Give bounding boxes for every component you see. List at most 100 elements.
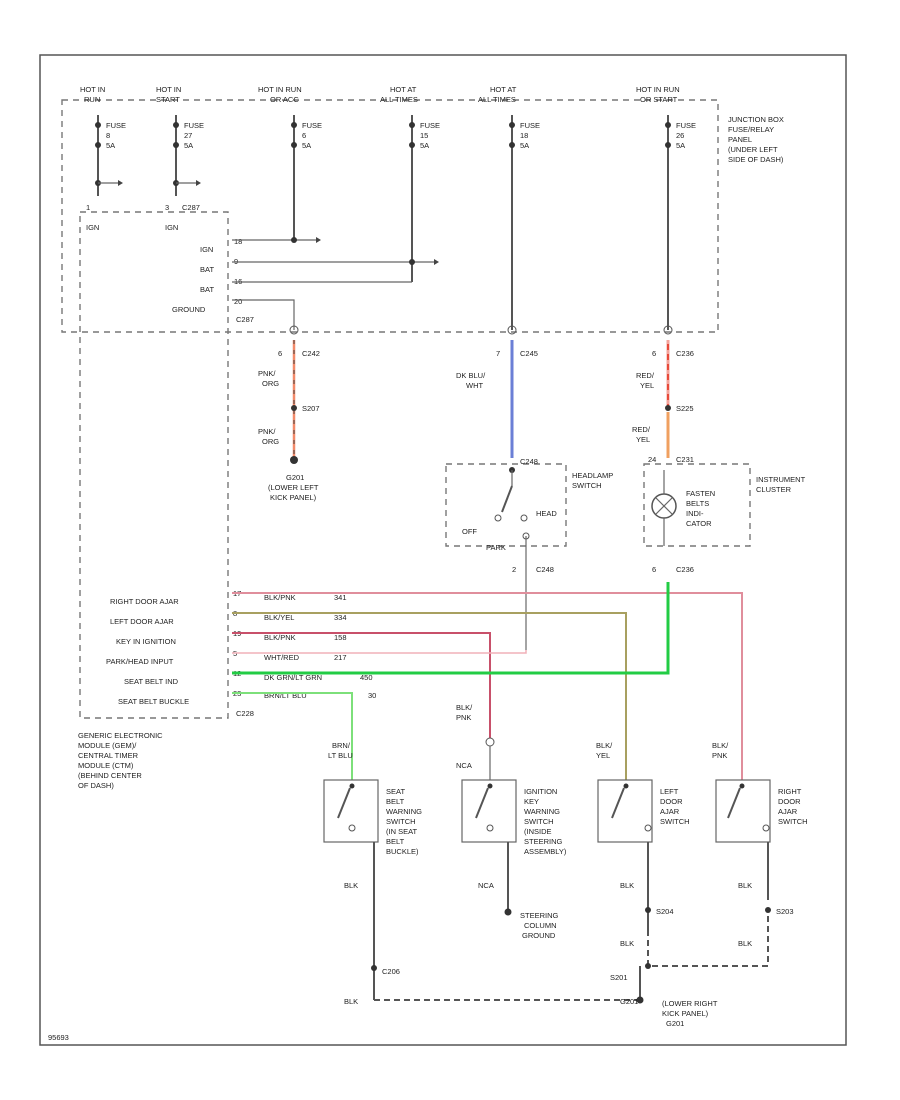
junction-box-outline bbox=[61, 99, 719, 333]
svg-text:BUCKLE): BUCKLE) bbox=[386, 847, 419, 856]
svg-text:SWITCH: SWITCH bbox=[572, 481, 602, 490]
svg-text:WARNING: WARNING bbox=[524, 807, 560, 816]
svg-text:CENTRAL TIMER: CENTRAL TIMER bbox=[78, 751, 139, 760]
svg-text:AJAR: AJAR bbox=[778, 807, 798, 816]
svg-text:SEAT: SEAT bbox=[386, 787, 405, 796]
s204-label: S204 bbox=[656, 907, 674, 916]
svg-text:WHT/RED: WHT/RED bbox=[264, 653, 300, 662]
svg-text:SWITCH: SWITCH bbox=[778, 817, 808, 826]
s207-label: S207 bbox=[302, 404, 320, 413]
svg-text:AJAR: AJAR bbox=[660, 807, 680, 816]
ground-branch: 6 C242 PNK/ ORG S207 PNK/ ORG G201 (LOWE… bbox=[258, 325, 320, 502]
svg-text:30: 30 bbox=[368, 691, 376, 700]
hot-label-5b: ALL TIMES bbox=[478, 95, 516, 104]
s203-label: S203 bbox=[776, 907, 794, 916]
fuse-3-amp: 5A bbox=[302, 141, 311, 150]
ign-label-1: IGN bbox=[86, 223, 99, 232]
s201-label: S201 bbox=[610, 973, 628, 982]
hot-label-6b: OR START bbox=[640, 95, 678, 104]
headlamp-switch-box bbox=[445, 463, 567, 547]
fuse-5-name: FUSE bbox=[520, 121, 540, 130]
hot-label-4b: ALL TIMES bbox=[380, 95, 418, 104]
hot-label-4: HOT AT bbox=[390, 85, 417, 94]
svg-text:DK BLU/: DK BLU/ bbox=[456, 371, 486, 380]
hot-label-1: HOT IN bbox=[80, 85, 105, 94]
c236-bottom-label: C236 bbox=[676, 565, 694, 574]
fuse-4-name: FUSE bbox=[420, 121, 440, 130]
svg-text:BLK: BLK bbox=[344, 881, 358, 890]
diagram-frame bbox=[39, 54, 847, 1046]
svg-text:BLK/: BLK/ bbox=[596, 741, 613, 750]
svg-text:DOOR: DOOR bbox=[778, 797, 801, 806]
svg-text:PNK/: PNK/ bbox=[258, 369, 276, 378]
svg-text:PNK: PNK bbox=[712, 751, 727, 760]
svg-text:FASTEN: FASTEN bbox=[686, 489, 715, 498]
fuse-3-num: 6 bbox=[302, 131, 306, 140]
fuse-2-num: 27 bbox=[184, 131, 192, 140]
svg-text:GROUND: GROUND bbox=[522, 931, 556, 940]
svg-text:JUNCTION BOX: JUNCTION BOX bbox=[728, 115, 784, 124]
pin-ign-label: IGN bbox=[200, 245, 213, 254]
svg-text:CLUSTER: CLUSTER bbox=[756, 485, 792, 494]
svg-text:FUSE/RELAY: FUSE/RELAY bbox=[728, 125, 774, 134]
svg-text:BLK/PNK: BLK/PNK bbox=[264, 593, 296, 602]
svg-text:BLK/: BLK/ bbox=[712, 741, 729, 750]
svg-text:MODULE (GEM)/: MODULE (GEM)/ bbox=[78, 741, 137, 750]
pin-bat2-label: BAT bbox=[200, 285, 214, 294]
pin-seat-belt-buckle-label: SEAT BELT BUCKLE bbox=[118, 697, 189, 706]
junction-box-label: JUNCTION BOX FUSE/RELAY PANEL (UNDER LEF… bbox=[728, 115, 784, 164]
fuse-6-amp: 5A bbox=[676, 141, 685, 150]
svg-text:STEERING: STEERING bbox=[520, 911, 559, 920]
svg-text:334: 334 bbox=[334, 613, 347, 622]
svg-text:NCA: NCA bbox=[456, 761, 472, 770]
svg-text:7: 7 bbox=[496, 349, 500, 358]
svg-text:ORG: ORG bbox=[262, 437, 279, 446]
svg-text:HEAD: HEAD bbox=[536, 509, 557, 518]
svg-text:YEL: YEL bbox=[596, 751, 610, 760]
pin-park-head-label: PARK/HEAD INPUT bbox=[106, 657, 174, 666]
hot-label-3b: OR ACC bbox=[270, 95, 299, 104]
svg-text:BLK/: BLK/ bbox=[456, 703, 473, 712]
c287-label: C287 bbox=[182, 203, 200, 212]
svg-text:BLK: BLK bbox=[344, 997, 358, 1006]
gem-module-header: 1 3 C287 IGN IGN bbox=[86, 203, 200, 232]
fuse-1-name: FUSE bbox=[106, 121, 126, 130]
svg-text:SWITCH: SWITCH bbox=[524, 817, 554, 826]
fuse-2-name: FUSE bbox=[184, 121, 204, 130]
svg-text:BLK: BLK bbox=[738, 939, 752, 948]
fuse-1-num: 8 bbox=[106, 131, 110, 140]
svg-text:(INSIDE: (INSIDE bbox=[524, 827, 552, 836]
pin-left-door-label: LEFT DOOR AJAR bbox=[110, 617, 174, 626]
svg-text:BLK: BLK bbox=[620, 939, 634, 948]
svg-text:ASSEMBLY): ASSEMBLY) bbox=[524, 847, 567, 856]
svg-text:2: 2 bbox=[512, 565, 516, 574]
svg-text:INSTRUMENT: INSTRUMENT bbox=[756, 475, 806, 484]
svg-text:INDI-: INDI- bbox=[686, 509, 704, 518]
figure-number: 95693 bbox=[48, 1033, 69, 1042]
g201-label: G201 bbox=[286, 473, 304, 482]
hot-labels: HOT IN RUN HOT IN START HOT IN RUN OR AC… bbox=[80, 85, 680, 104]
fuse-6-name: FUSE bbox=[676, 121, 696, 130]
svg-text:LEFT: LEFT bbox=[660, 787, 679, 796]
ign-label-2: IGN bbox=[165, 223, 178, 232]
pin-ign-num: 18 bbox=[234, 237, 242, 246]
svg-text:(LOWER RIGHT: (LOWER RIGHT bbox=[662, 999, 718, 1008]
c236-top-label: C236 bbox=[676, 349, 694, 358]
gem-module-outline bbox=[79, 211, 229, 719]
svg-text:G201: G201 bbox=[666, 1019, 684, 1028]
pin-seat-belt-ind-label: SEAT BELT IND bbox=[124, 677, 179, 686]
svg-text:6: 6 bbox=[652, 349, 656, 358]
svg-text:OF DASH): OF DASH) bbox=[78, 781, 114, 790]
c248-top-label: C248 bbox=[520, 457, 538, 466]
svg-text:WARNING: WARNING bbox=[386, 807, 422, 816]
c228-label: C228 bbox=[236, 709, 254, 718]
headlamp-branch: 7 C245 DK BLU/ WHT C248 HEADLAMP SWITCH … bbox=[445, 325, 613, 650]
svg-text:SIDE OF DASH): SIDE OF DASH) bbox=[728, 155, 784, 164]
svg-text:SWITCH: SWITCH bbox=[386, 817, 416, 826]
c242-pin: 6 bbox=[278, 349, 282, 358]
switch-wire-labels: BRN/ LT BLU BLK/ PNK NCA BLK/ YEL BLK/ P… bbox=[328, 703, 729, 780]
hot-label-6: HOT IN RUN bbox=[636, 85, 680, 94]
svg-text:(UNDER LEFT: (UNDER LEFT bbox=[728, 145, 778, 154]
svg-text:PANEL: PANEL bbox=[728, 135, 752, 144]
ignition-key-switch: IGNITION KEY WARNING SWITCH (INSIDE STEE… bbox=[461, 779, 567, 856]
